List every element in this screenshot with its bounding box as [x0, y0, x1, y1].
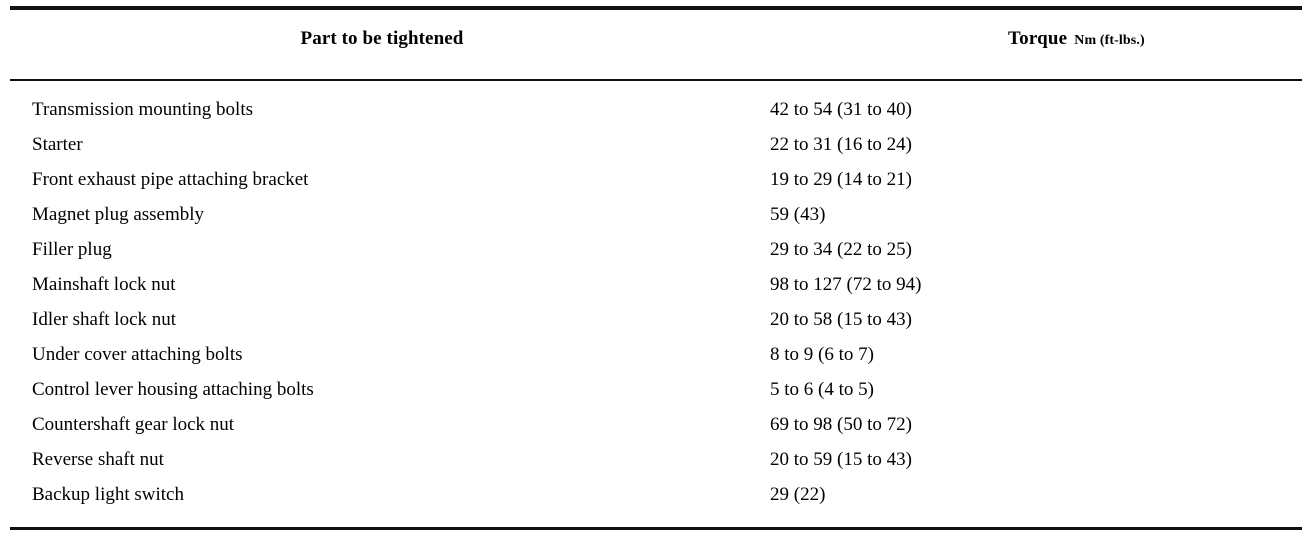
cell-torque: 5 to 6 (4 to 5) [770, 379, 874, 400]
table-row: Countershaft gear lock nut 69 to 98 (50 … [0, 407, 1312, 442]
cell-torque: 20 to 59 (15 to 43) [770, 449, 912, 470]
table-header-rule [10, 79, 1302, 81]
cell-part: Starter [32, 134, 83, 155]
table-row: Starter 22 to 31 (16 to 24) [0, 127, 1312, 162]
cell-part: Idler shaft lock nut [32, 309, 177, 330]
table-row: Control lever housing attaching bolts 5 … [0, 372, 1312, 407]
table-row: Idler shaft lock nut 20 to 58 (15 to 43) [0, 302, 1312, 337]
table-header-row: Part to be tightened Torque Nm (ft-lbs.) [0, 27, 1312, 67]
cell-torque: 98 to 127 (72 to 94) [770, 274, 922, 295]
cell-torque: 29 (22) [770, 484, 826, 505]
cell-part: Countershaft gear lock nut [32, 414, 235, 435]
cell-torque: 19 to 29 (14 to 21) [770, 169, 912, 190]
table-bottom-rule [10, 527, 1302, 530]
cell-torque: 69 to 98 (50 to 72) [770, 414, 912, 435]
table-row: Under cover attaching bolts 8 to 9 (6 to… [0, 337, 1312, 372]
table-row: Transmission mounting bolts 42 to 54 (31… [0, 92, 1312, 127]
cell-torque: 42 to 54 (31 to 40) [770, 99, 912, 120]
table-row: Front exhaust pipe attaching bracket 19 … [0, 162, 1312, 197]
cell-part: Mainshaft lock nut [32, 274, 176, 295]
cell-part: Control lever housing attaching bolts [32, 379, 314, 400]
cell-part: Reverse shaft nut [32, 449, 164, 470]
table-row: Filler plug 29 to 34 (22 to 25) [0, 232, 1312, 267]
cell-part: Backup light switch [32, 484, 184, 505]
cell-part: Front exhaust pipe attaching bracket [32, 169, 309, 190]
column-header-torque-label: Torque [1008, 28, 1068, 49]
column-header-torque: Torque Nm (ft-lbs.) [1008, 27, 1145, 53]
cell-part: Transmission mounting bolts [32, 99, 254, 120]
cell-part: Under cover attaching bolts [32, 344, 243, 365]
table-row: Magnet plug assembly 59 (43) [0, 197, 1312, 232]
cell-torque: 8 to 9 (6 to 7) [770, 344, 874, 365]
table-row: Backup light switch 29 (22) [0, 477, 1312, 512]
table-top-rule [10, 6, 1302, 10]
cell-torque: 29 to 34 (22 to 25) [770, 239, 912, 260]
cell-torque: 22 to 31 (16 to 24) [770, 134, 912, 155]
table-row: Mainshaft lock nut 98 to 127 (72 to 94) [0, 267, 1312, 302]
cell-part: Magnet plug assembly [32, 204, 205, 225]
cell-torque: 20 to 58 (15 to 43) [770, 309, 912, 330]
table-row: Reverse shaft nut 20 to 59 (15 to 43) [0, 442, 1312, 477]
cell-part: Filler plug [32, 239, 112, 260]
column-header-torque-units: Nm (ft-lbs.) [1074, 33, 1145, 48]
cell-torque: 59 (43) [770, 204, 826, 225]
column-header-part: Part to be tightened [300, 28, 464, 49]
table-body: Transmission mounting bolts 42 to 54 (31… [0, 92, 1312, 512]
